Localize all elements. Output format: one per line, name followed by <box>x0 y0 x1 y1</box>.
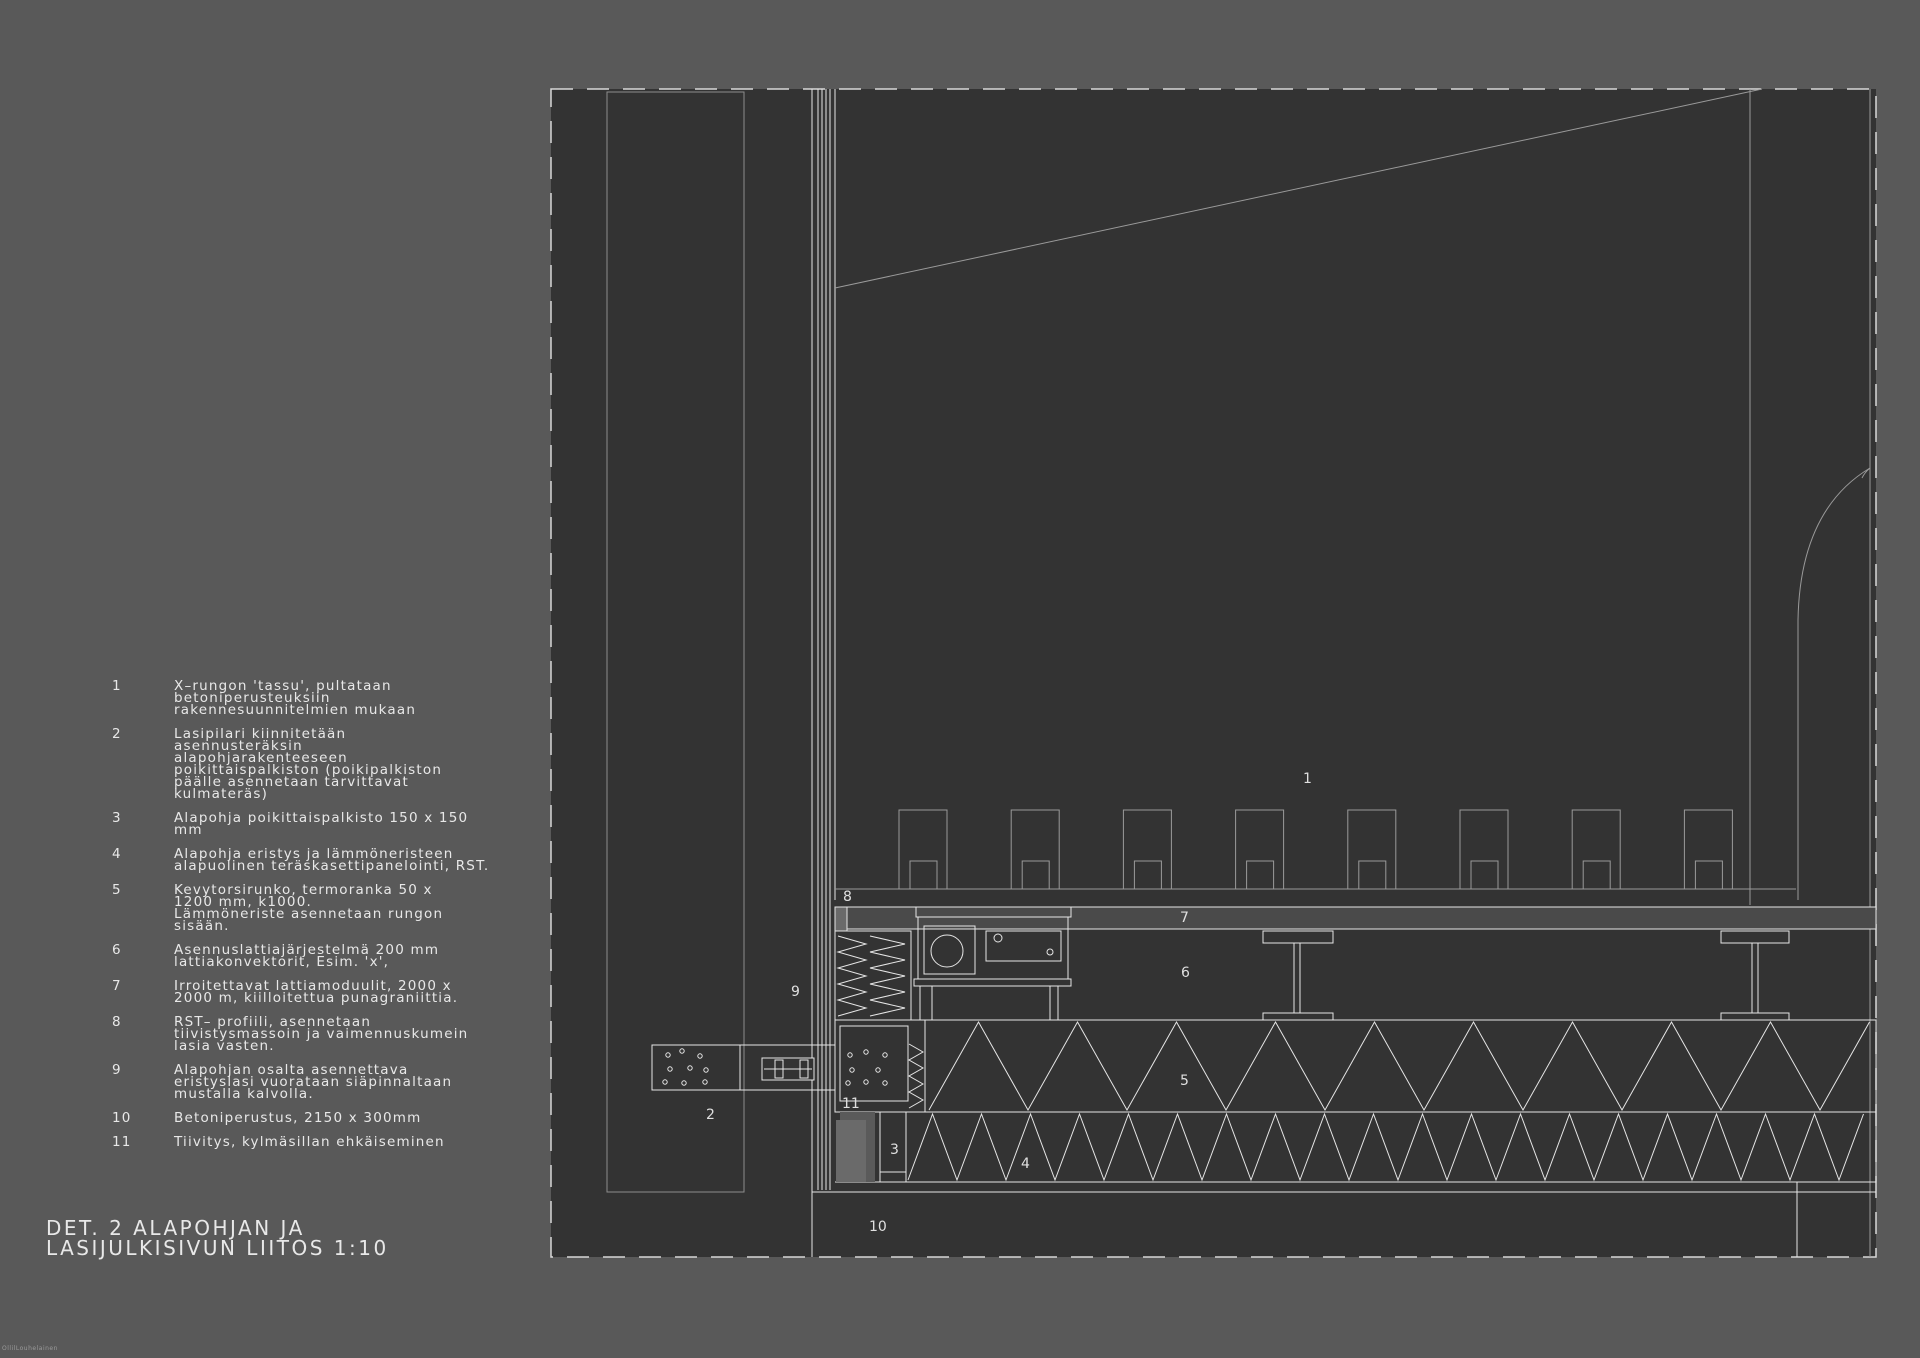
legend-text: Alapohjan osalta asennettava eristyslasi… <box>174 1062 453 1102</box>
callout-1: 1 <box>1303 771 1312 787</box>
drawing-title: DET. 2 ALAPOHJAN JA LASIJULKISIVUN LIITO… <box>46 1216 389 1260</box>
legend-number: 10 <box>112 1110 132 1126</box>
legend-item: 5 Kevytorsirunko, termoranka 50 x 1200 mm… <box>112 882 492 934</box>
legend-text: Asennuslattiajärjestelmä 200 mm lattiako… <box>174 942 440 970</box>
x-frame <box>834 88 1871 1257</box>
legend-text: Alapohja poikittaispalkisto 150 x 150 mm <box>174 810 469 838</box>
legend-text: Alapohja eristys ja lämmöneristeen alapu… <box>174 846 490 874</box>
edge-insulation <box>836 935 925 1109</box>
legend-number: 5 <box>112 882 122 898</box>
floor-convector <box>913 916 1072 1020</box>
legend-number: 7 <box>112 978 122 994</box>
section-detail-drawing <box>550 88 1877 1258</box>
legend-number: 9 <box>112 1062 122 1078</box>
panel-border <box>550 88 1877 1258</box>
callout-8: 8 <box>843 889 852 905</box>
drawing-panel <box>551 89 1876 1257</box>
anchor-plate-holes <box>845 1049 888 1086</box>
legend-item: 7 Irroitettavat lattiamoduulit, 2000 x 20… <box>112 978 492 1006</box>
legend-item: 1 X–rungon 'tassu', pultataan betoniperus… <box>112 678 492 718</box>
legend-number: 4 <box>112 846 122 862</box>
legend-text: Lasipilari kiinnitetään asennusteräksin … <box>174 726 443 802</box>
callout-3: 3 <box>890 1142 899 1158</box>
legend-item: 11 Tiivitys, kylmäsillan ehkäiseminen <box>112 1134 492 1150</box>
legend-text: Kevytorsirunko, termoranka 50 x 1200 mm,… <box>174 882 444 934</box>
legend-item: 6 Asennuslattiajärjestelmä 200 mm lattiak… <box>112 942 492 970</box>
callout-labels: 1 2 3 4 5 6 7 8 9 10 11 <box>706 771 1312 1235</box>
legend-item: 3 Alapohja poikittaispalkisto 150 x 150 m… <box>112 810 492 838</box>
floor-modules <box>835 906 1877 930</box>
legend-number: 3 <box>112 810 122 826</box>
callout-10: 10 <box>869 1219 887 1235</box>
glass-pillar <box>606 91 745 1193</box>
insulation-zigzag-4 <box>907 1112 1864 1182</box>
legend-text: RST– profiili, asennetaan tiivistysmasso… <box>174 1014 469 1054</box>
legend-text: Irroitettavat lattiamoduulit, 2000 x 200… <box>174 978 459 1006</box>
legend-text: Tiivitys, kylmäsillan ehkäiseminen <box>174 1134 445 1150</box>
legend-text: Betoniperustus, 2150 x 300mm <box>174 1110 422 1126</box>
legend-item: 9 Alapohjan osalta asennettava eristyslas… <box>112 1062 492 1102</box>
concrete-foundation <box>812 1120 1876 1257</box>
legend-number: 1 <box>112 678 122 694</box>
callout-7: 7 <box>1180 910 1189 926</box>
legend-number: 2 <box>112 726 122 742</box>
anchor-bolt-holes <box>662 1048 709 1086</box>
callout-4: 4 <box>1021 1156 1030 1172</box>
callout-11: 11 <box>842 1096 860 1112</box>
insulation-zigzag-5 <box>928 1020 1870 1112</box>
legend-item: 4 Alapohja eristys ja lämmöneristeen alap… <box>112 846 492 874</box>
callout-9: 9 <box>791 984 800 1000</box>
legend-number: 11 <box>112 1134 132 1150</box>
floor-pedestals <box>1262 930 1790 1021</box>
callout-5: 5 <box>1180 1073 1189 1089</box>
legend-item: 2 Lasipilari kiinnitetään asennusteräksin… <box>112 726 492 802</box>
legend: 1 X–rungon 'tassu', pultataan betoniperus… <box>112 678 492 1160</box>
callout-6: 6 <box>1181 965 1190 981</box>
legend-item: 10 Betoniperustus, 2150 x 300mm <box>112 1110 492 1126</box>
anchor-plate <box>651 1044 836 1091</box>
legend-number: 6 <box>112 942 122 958</box>
footer-credit: OllilLouhelainen <box>2 1345 58 1352</box>
legend-text: X–rungon 'tassu', pultataan betoniperust… <box>174 678 417 718</box>
legend-number: 8 <box>112 1014 122 1030</box>
callout-2: 2 <box>706 1107 715 1123</box>
legend-item: 8 RST– profiili, asennetaan tiivistysmass… <box>112 1014 492 1054</box>
